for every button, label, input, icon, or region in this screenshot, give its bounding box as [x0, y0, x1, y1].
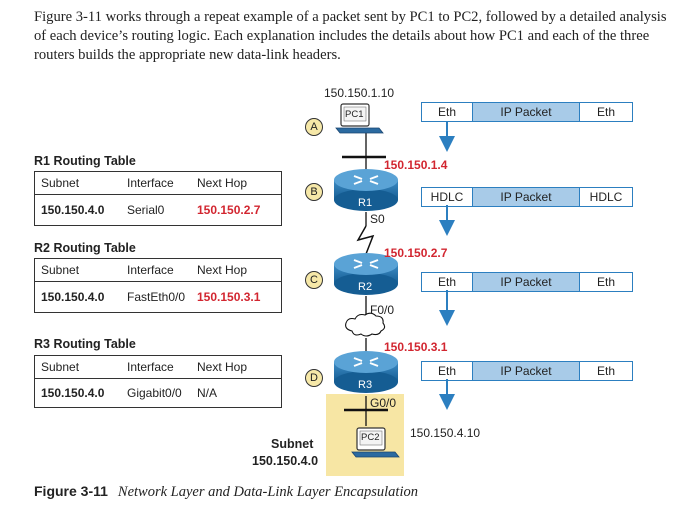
- frame-b: HDLC IP Packet HDLC: [421, 187, 633, 207]
- figure-number: Figure 3-11: [34, 483, 108, 499]
- frame-c-payload: IP Packet: [472, 273, 580, 291]
- r2-col-interface: Interface: [127, 263, 174, 277]
- frame-d-header: Eth: [437, 364, 456, 378]
- r3-routing-table: Subnet Interface Next Hop 150.150.4.0 Gi…: [34, 355, 282, 408]
- r2-row-subnet: 150.150.4.0: [41, 290, 105, 304]
- pc1-computer: [335, 103, 384, 134]
- pc2-computer: [351, 427, 400, 458]
- wan-cloud: [345, 312, 386, 337]
- serial-link: [356, 225, 375, 255]
- frame-d-trailer: Eth: [596, 364, 615, 378]
- pc2-label: PC2: [361, 432, 380, 443]
- r2-row-interface: FastEth0/0: [127, 290, 186, 304]
- r3-out-interface: G0/0: [370, 396, 397, 410]
- r3-col-interface: Interface: [127, 360, 174, 374]
- step-b-marker: B: [305, 183, 323, 201]
- figure-title: Network Layer and Data-Link Layer Encaps…: [117, 484, 418, 500]
- r2-col-subnet: Subnet: [41, 263, 80, 277]
- frame-b-header: HDLC: [430, 190, 464, 204]
- router-r2: [334, 253, 398, 295]
- r3-interface-ip: 150.150.3.1: [384, 340, 448, 354]
- subnet-title: Subnet: [271, 437, 314, 451]
- pc1-label: PC1: [345, 109, 364, 120]
- router-r3: [334, 351, 398, 393]
- step-a-marker: A: [305, 118, 323, 136]
- r1-col-interface: Interface: [127, 176, 174, 190]
- r3-col-subnet: Subnet: [41, 360, 80, 374]
- router-r2-label: R2: [358, 281, 373, 293]
- step-c-marker: C: [305, 271, 323, 289]
- figure-caption: Figure 3-11 Network Layer and Data-Link L…: [34, 483, 418, 501]
- r1-row-nexthop: 150.150.2.7: [197, 203, 261, 217]
- r1-table-title: R1 Routing Table: [34, 154, 136, 168]
- r3-col-nexthop: Next Hop: [197, 360, 248, 374]
- r3-row-subnet: 150.150.4.0: [41, 386, 105, 400]
- r2-interface-ip: 150.150.2.7: [384, 246, 448, 260]
- r2-row-nexthop: 150.150.3.1: [197, 290, 261, 304]
- frame-c: Eth IP Packet Eth: [421, 272, 633, 292]
- router-r1: [334, 169, 398, 211]
- frame-b-payload: IP Packet: [472, 188, 580, 206]
- r1-col-nexthop: Next Hop: [197, 176, 248, 190]
- r3-table-title: R3 Routing Table: [34, 337, 136, 351]
- frame-a-trailer: Eth: [596, 105, 615, 119]
- r1-routing-table: Subnet Interface Next Hop 150.150.4.0 Se…: [34, 171, 282, 226]
- r1-row-subnet: 150.150.4.0: [41, 203, 105, 217]
- frame-d: Eth IP Packet Eth: [421, 361, 633, 381]
- step-d-marker: D: [305, 369, 323, 387]
- r2-routing-table: Subnet Interface Next Hop 150.150.4.0 Fa…: [34, 258, 282, 313]
- frame-c-header: Eth: [437, 275, 456, 289]
- router-r3-label: R3: [358, 379, 373, 391]
- r1-out-interface: S0: [370, 212, 385, 226]
- r2-out-interface: F0/0: [370, 303, 395, 317]
- r2-table-title: R2 Routing Table: [34, 241, 136, 255]
- r3-row-interface: Gigabit0/0: [127, 386, 182, 400]
- frame-a: Eth IP Packet Eth: [421, 102, 633, 122]
- router-r1-label: R1: [358, 197, 373, 209]
- r1-row-interface: Serial0: [127, 203, 165, 217]
- frame-a-payload: IP Packet: [472, 103, 580, 121]
- r1-interface-ip: 150.150.1.4: [384, 158, 448, 172]
- frame-a-header: Eth: [437, 105, 456, 119]
- frame-b-trailer: HDLC: [589, 190, 623, 204]
- r3-row-nexthop: N/A: [197, 386, 218, 400]
- r1-col-subnet: Subnet: [41, 176, 80, 190]
- pc1-ip: 150.150.1.10: [324, 86, 395, 100]
- subnet-value: 150.150.4.0: [252, 454, 319, 468]
- pc2-ip: 150.150.4.10: [410, 426, 481, 440]
- intro-paragraph: Figure 3-11 works through a repeat examp…: [34, 9, 667, 63]
- frame-d-payload: IP Packet: [472, 362, 580, 380]
- frame-c-trailer: Eth: [596, 275, 615, 289]
- r2-col-nexthop: Next Hop: [197, 263, 248, 277]
